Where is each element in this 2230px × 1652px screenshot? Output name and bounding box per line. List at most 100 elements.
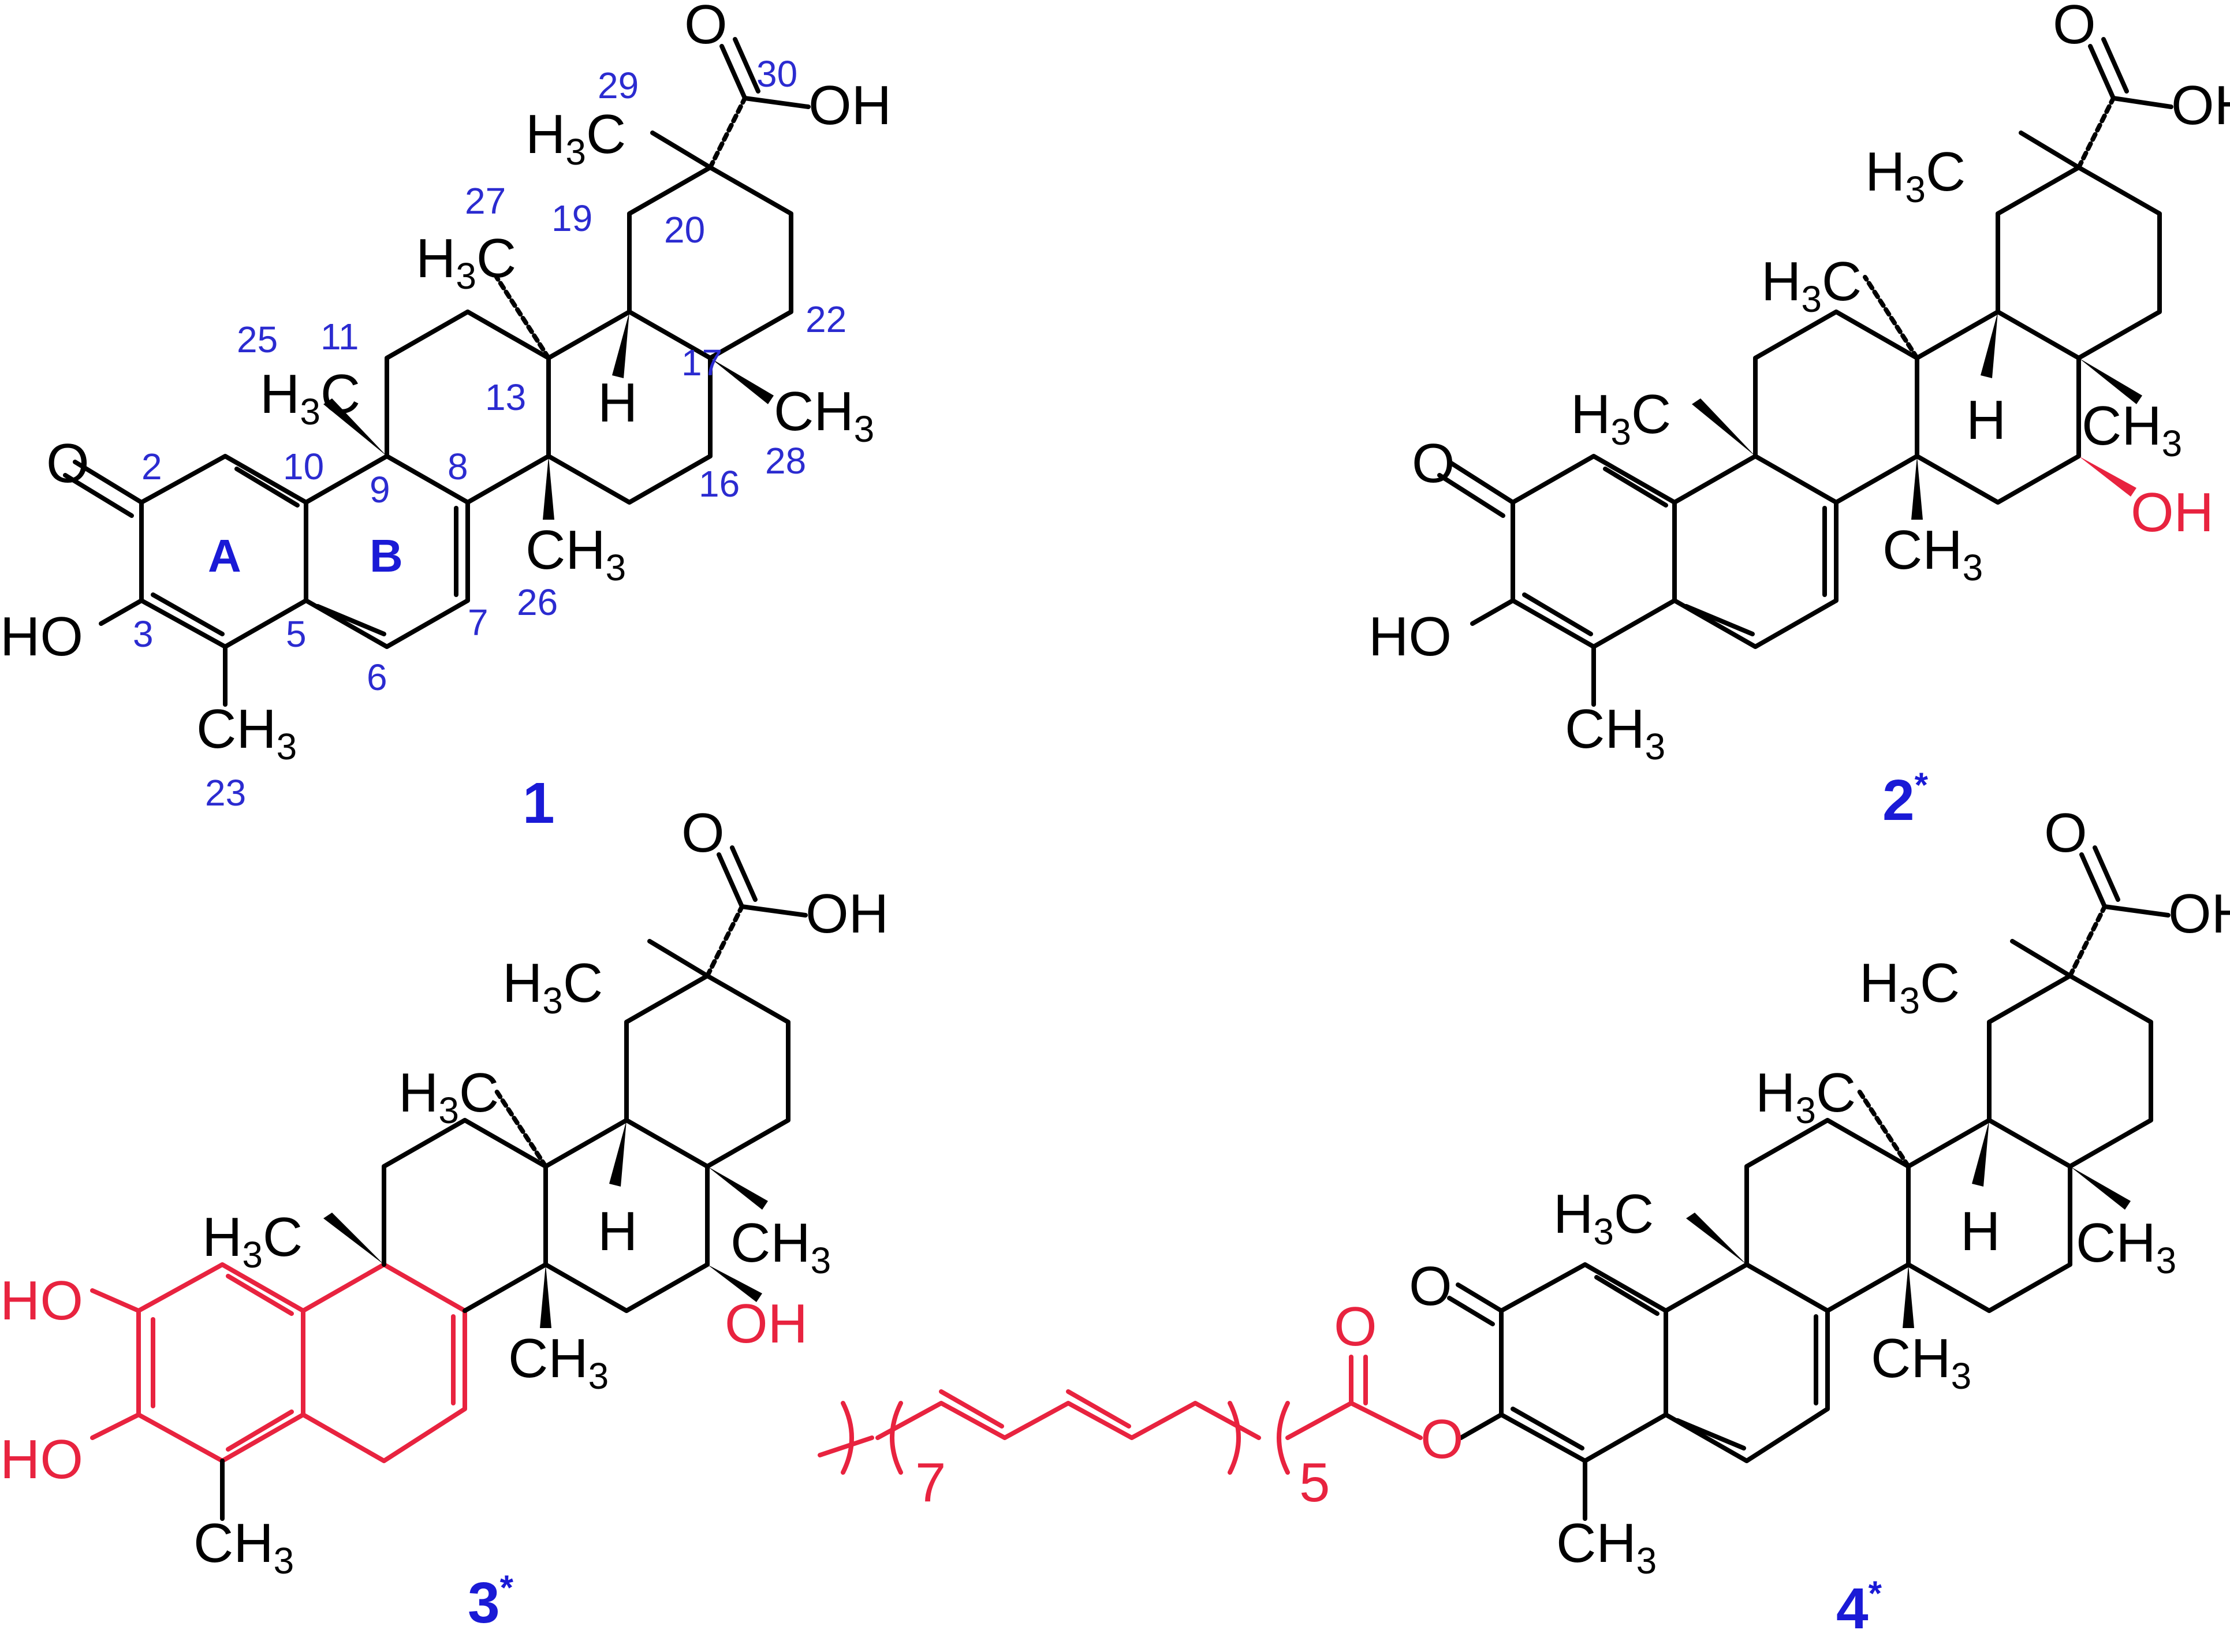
- c4-acid-o: O: [2044, 802, 2087, 864]
- c4-bracket-5-r: [1228, 1401, 1241, 1475]
- c3-ring-c: [382, 1118, 548, 1313]
- c2-ring-e: [1996, 165, 2162, 360]
- c4-ring-a-d1: [1594, 1275, 1660, 1316]
- pos-23: 23: [205, 772, 246, 814]
- keto-o-label: O: [46, 432, 90, 494]
- ring-a-double-1: [234, 467, 300, 508]
- c3-ho1-bond: [90, 1288, 141, 1313]
- c2-acid-o: O: [2053, 0, 2096, 55]
- c3-cooh-oh: [740, 904, 808, 918]
- c2-ch3-e: CH3: [1882, 519, 1983, 588]
- c4-c20-me: [2010, 939, 2072, 978]
- c3-wedge-3: [707, 1166, 768, 1210]
- c2-ring-b: [1672, 454, 1839, 649]
- c3-wedge-h: [609, 1120, 627, 1187]
- ring-b-double-1: [315, 604, 386, 636]
- c3-ring-d: [543, 1118, 710, 1313]
- c2-wedge-3: [2079, 358, 2142, 404]
- c4-chain-zigzag: [875, 1401, 1261, 1440]
- c4-c20-hash: [2068, 904, 2107, 978]
- pos-8: 8: [448, 446, 468, 487]
- pos-9: 9: [370, 469, 390, 510]
- h3c-29-label: H3C: [525, 103, 626, 173]
- c2-cooh-oh: [2111, 96, 2173, 109]
- c4-ch3-label: CH3: [196, 698, 297, 767]
- c4-keto-o: O: [1409, 1255, 1452, 1317]
- c2-ring-a-double-1: [1603, 467, 1668, 508]
- c4-hash-1: [1857, 1089, 1911, 1169]
- c2-ring-a-double-2: [1522, 592, 1593, 636]
- acid-o-label: O: [684, 0, 728, 55]
- pos-28: 28: [765, 440, 806, 482]
- c2-ring-a: [1511, 454, 1677, 649]
- ring-c: [385, 309, 551, 505]
- pos-26: 26: [517, 581, 558, 623]
- pos-30: 30: [756, 53, 797, 95]
- c3-cooh-1: [717, 852, 744, 909]
- pos-7: 7: [468, 602, 488, 643]
- c2-wedge-1: [1692, 398, 1755, 456]
- ring-a-letter: A: [208, 530, 241, 581]
- c20-me-bond: [650, 130, 713, 170]
- c3-ring-a-d2: [226, 1274, 294, 1316]
- c3-oh-red: OH: [725, 1293, 808, 1355]
- c2-ring-b-double-1: [1684, 604, 1755, 636]
- c4-ch3-d: CH3: [2076, 1212, 2176, 1281]
- c2-c20-me: [2019, 130, 2081, 170]
- c3-h3c-c: H3C: [502, 952, 603, 1021]
- c4-ester-o-carbonyl: O: [1334, 1296, 1377, 1358]
- ring-e: [627, 165, 793, 360]
- c20-hash: [708, 96, 747, 170]
- c3-ring-e: [624, 974, 790, 1169]
- c4-ring-c: [1744, 1118, 1911, 1313]
- c2-hash-1: [1863, 275, 1919, 360]
- c4-ring-b-d1: [1675, 1418, 1746, 1450]
- c4-chain-n7: 7: [915, 1452, 946, 1513]
- c3-ho2-bond: [90, 1412, 141, 1440]
- c4-h: H: [1960, 1200, 2000, 1262]
- compound-2: O HO CH3 H3C H3C H3C CH3 CH3 H OH O OH 2…: [1368, 0, 2230, 833]
- c4-chain-n5: 5: [1299, 1452, 1330, 1513]
- c3-oh-wedge: [707, 1265, 762, 1302]
- c4-wedge-3: [2070, 1166, 2131, 1210]
- ring-d: [546, 309, 713, 505]
- c2-keto-o: O: [1412, 432, 1455, 494]
- c3-h3c-b: H3C: [398, 1062, 499, 1131]
- c4-chain-seg-1: [1285, 1401, 1353, 1440]
- pos-6: 6: [367, 657, 387, 698]
- c3-cooh-2: [730, 845, 758, 902]
- c4-wedge-2: [1903, 1265, 1914, 1328]
- c2-ch3: CH3: [1565, 698, 1665, 767]
- c2-oh-bond: [1470, 598, 1515, 626]
- c2-h: H: [1966, 389, 2006, 451]
- ch3-26-label: CH3: [525, 519, 626, 588]
- c4-cooh-1: [2079, 852, 2107, 909]
- c4-cooh-2: [2093, 845, 2120, 902]
- c2-wedge-2: [1911, 456, 1923, 520]
- c4-wedge-h: [1972, 1120, 1989, 1187]
- ring-a-double-2: [151, 592, 225, 636]
- c3-c20-hash: [705, 904, 744, 978]
- c2-ring-d: [1915, 309, 2081, 505]
- h18-label: H: [598, 372, 637, 434]
- c2-ring-c: [1753, 309, 1919, 505]
- ring-b: [304, 454, 470, 649]
- c4-keto-1: [1456, 1282, 1504, 1313]
- cooh-co-2: [733, 37, 760, 94]
- c4-ester-bond: [1459, 1412, 1504, 1440]
- pos-10: 10: [283, 446, 324, 487]
- c3-acid-o: O: [681, 802, 725, 864]
- pos-16: 16: [699, 463, 740, 505]
- c4-ester-o-link: O: [1420, 1408, 1464, 1470]
- c4-ring-a: [1499, 1262, 1668, 1463]
- c3-ho1: HO: [0, 1270, 83, 1332]
- compound-1: O HO CH3 H3C H3C H3C CH3 CH3 H O OH A B …: [0, 0, 892, 836]
- acid-oh-label: OH: [808, 74, 892, 136]
- c2-h3c-c: H3C: [1865, 141, 1966, 210]
- c3-ho2: HO: [0, 1429, 83, 1490]
- c8-wedge: [543, 456, 554, 520]
- c2-oh-red: OH: [2131, 482, 2214, 543]
- c3-h: H: [598, 1200, 637, 1262]
- c4-ring-a-d2: [1511, 1407, 1584, 1450]
